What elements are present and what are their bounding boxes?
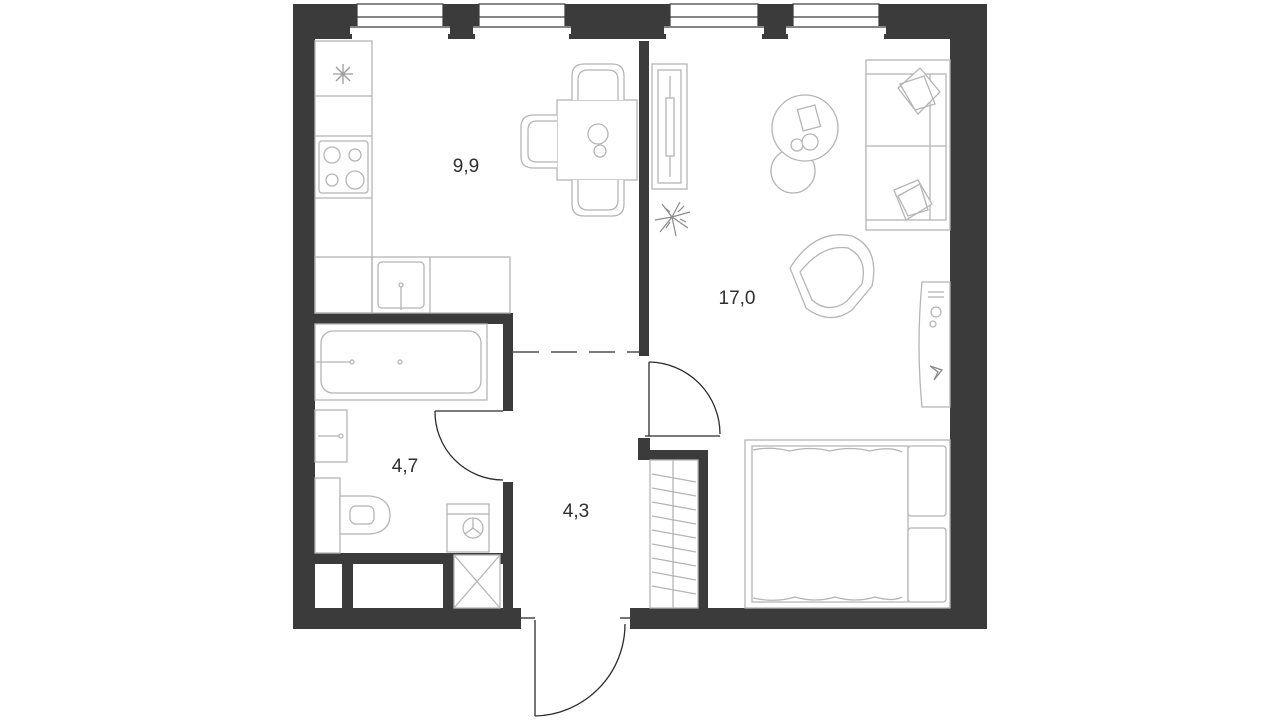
bed-icon	[744, 439, 951, 609]
sink-icon	[377, 261, 425, 310]
door-icon[interactable]	[645, 361, 721, 437]
wall-bottom-right	[630, 608, 987, 629]
wall-bottom-left	[293, 608, 521, 629]
toilet-icon	[314, 477, 391, 554]
wall-niche-post	[342, 553, 353, 610]
window-icon	[786, 3, 886, 34]
bathroom-furniture	[314, 323, 501, 609]
wall-wardrobe-top	[638, 450, 708, 460]
wall-right	[950, 4, 987, 629]
armchair-icon	[789, 234, 875, 319]
chair-icon	[571, 63, 625, 100]
coffee-table-icon	[770, 94, 839, 194]
windows	[350, 3, 886, 39]
kitchen-counter-bottom	[314, 256, 511, 314]
room-area-living: 17,0	[719, 288, 756, 309]
sink-icon	[314, 409, 348, 463]
room-area-hallway: 4,3	[563, 501, 589, 522]
chair-icon	[571, 180, 625, 217]
wall-kitchen-living	[639, 41, 649, 356]
window-icon	[350, 3, 450, 34]
doors	[434, 351, 721, 717]
door-icon[interactable]	[521, 617, 630, 717]
bathtub-icon	[314, 323, 488, 401]
door-icon[interactable]	[434, 410, 504, 481]
window-icon	[664, 3, 764, 34]
fridge-icon	[333, 64, 353, 84]
cabinet-icon	[918, 281, 951, 408]
room-labels: 9,9 17,0 4,7 4,3	[392, 156, 756, 522]
room-area-bathroom: 4,7	[392, 456, 418, 477]
wardrobe-icon	[649, 459, 699, 609]
window-icon	[473, 3, 571, 34]
dining-table-icon	[556, 99, 638, 181]
wall-wardrobe-right	[698, 450, 708, 610]
shelf-icon	[453, 554, 501, 609]
tv-unit-icon	[651, 63, 688, 190]
wall-kitchen-bath	[315, 313, 513, 324]
wall-bath-right-upper	[503, 313, 513, 411]
washing-machine-icon	[446, 503, 490, 553]
chair-icon	[520, 114, 557, 169]
wall-bath-right-lower	[503, 482, 513, 610]
plant-icon	[654, 201, 691, 237]
kitchen-furniture	[314, 40, 511, 314]
wall-bath-bottom	[315, 553, 503, 564]
wall-niche-post-2	[443, 553, 454, 610]
stove-icon	[318, 140, 369, 194]
wall-left	[293, 4, 315, 629]
room-area-kitchen: 9,9	[453, 156, 479, 177]
sofa-icon	[865, 59, 951, 231]
